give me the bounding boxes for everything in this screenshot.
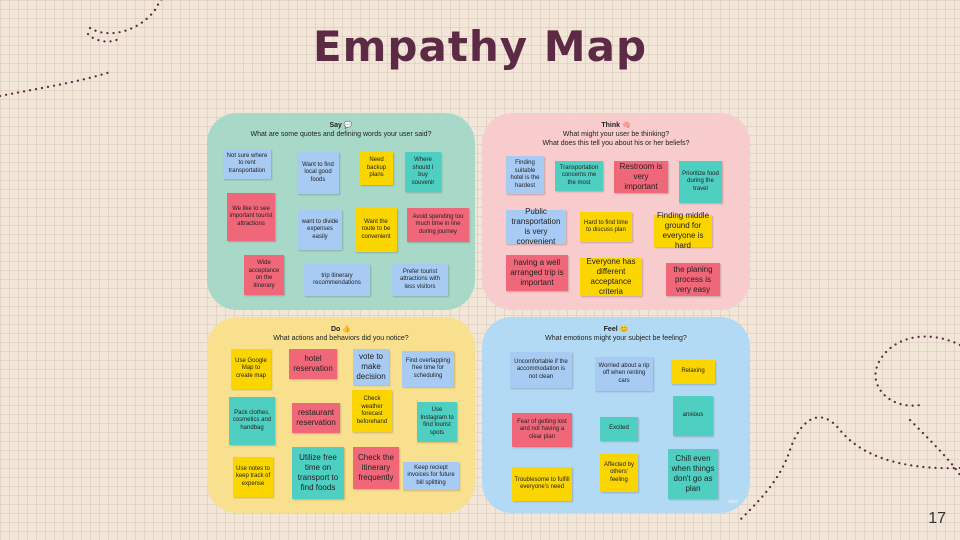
sticky-note[interactable]: Keep reciept invoices for future bill sp…	[403, 462, 459, 490]
say-prompt: What are some quotes and defining words …	[250, 131, 432, 138]
sticky-note[interactable]: restaurant reservation	[292, 403, 340, 433]
sticky-note[interactable]: Finding suitable hotel is the hardest	[506, 156, 544, 194]
sticky-note[interactable]: Affected by others' feeling	[600, 454, 638, 492]
say-quadrant: Say 💬 What are some quotes and defining …	[207, 113, 475, 310]
sticky-note[interactable]: Use notes to keep track of expense	[233, 457, 273, 497]
sticky-note[interactable]: Troublesome to fulfill everyone's need	[512, 467, 572, 501]
think-prompt: What might your user be thinking?	[562, 131, 670, 138]
sticky-note[interactable]: Pack clothes, cosmetics and handbag	[229, 397, 275, 445]
sticky-note[interactable]: Transportation concerns me the most	[555, 161, 603, 191]
sticky-note[interactable]: Excited	[600, 417, 638, 441]
sticky-note[interactable]: Use Instagram to find tourist spots	[417, 402, 457, 442]
sticky-note[interactable]: want to divide expenses easily	[298, 210, 342, 250]
say-label: Say 💬	[329, 122, 353, 129]
think-label: Think 🧠	[601, 122, 631, 129]
page-number: 17	[928, 510, 946, 527]
miro-watermark: miro	[728, 499, 738, 505]
feel-label: Feel 😊	[603, 326, 629, 333]
sticky-note[interactable]: Check weather forecast beforehand	[352, 390, 392, 432]
sticky-note[interactable]: Public transportation is very convenient	[506, 207, 566, 246]
sticky-note[interactable]: Fear of getting lost and not having a cl…	[512, 413, 572, 447]
do-header: Do 👍 What actions and behaviors did you …	[207, 325, 475, 343]
sticky-note[interactable]: anxious	[673, 396, 713, 436]
feel-prompt: What emotions might your subject be feel…	[545, 335, 687, 342]
sticky-note[interactable]: Prioritize food during the travel	[679, 161, 722, 203]
sticky-note[interactable]: Everyone has different acceptance criter…	[580, 257, 642, 296]
sticky-note[interactable]: Restroom is very important	[614, 161, 668, 193]
sticky-note[interactable]: hotel reservation	[289, 349, 337, 379]
think-quadrant: Think 🧠 What might your user be thinking…	[482, 113, 750, 310]
feel-header: Feel 😊 What emotions might your subject …	[482, 325, 750, 343]
sticky-note[interactable]: We like to see important tourist attract…	[227, 193, 275, 241]
sticky-note[interactable]: Hard to find time to discuss plan	[580, 212, 632, 242]
page-title: Empathy Map	[312, 22, 648, 71]
sticky-note[interactable]: Not sure where to rent transportation	[223, 149, 271, 179]
sticky-note[interactable]: Relaxing	[671, 360, 715, 384]
say-header: Say 💬 What are some quotes and defining …	[207, 121, 475, 139]
sticky-note[interactable]: the planing process is very easy	[666, 263, 720, 296]
sticky-note[interactable]: trip itinerary recommendations	[304, 264, 370, 296]
sticky-note[interactable]: Utilize free time on transport to find f…	[292, 447, 344, 499]
sticky-note[interactable]: Chill even when things don't go as plan	[668, 449, 718, 499]
sticky-note[interactable]: Use Google Map to create map	[231, 349, 271, 389]
sticky-note[interactable]: vote to make decision	[353, 349, 389, 385]
sticky-note[interactable]: Worried about a rip off when renting car…	[595, 357, 653, 391]
think-header: Think 🧠 What might your user be thinking…	[482, 121, 750, 148]
sticky-note[interactable]: Check the itinerary frequently	[353, 447, 399, 489]
sticky-note[interactable]: having a well arranged trip is important	[506, 255, 568, 291]
sticky-note[interactable]: Find overlapping free time for schedulin…	[402, 351, 454, 387]
do-label: Do 👍	[331, 326, 351, 333]
feel-quadrant: Feel 😊 What emotions might your subject …	[482, 317, 750, 513]
sticky-note[interactable]: Want the route to be convenient	[355, 208, 397, 252]
sticky-note[interactable]: Where should I buy souvenir	[405, 152, 441, 192]
sticky-note[interactable]: Wide acceptance on the itinerary	[244, 255, 284, 295]
sticky-note[interactable]: Avoid spending too much time in line dur…	[407, 208, 469, 242]
sticky-note[interactable]: Finding middle ground for everyone is ha…	[654, 211, 712, 250]
sticky-note[interactable]: Prefer tourist attractions with less vis…	[392, 264, 448, 296]
sticky-note[interactable]: Want to find local good foods	[297, 152, 339, 194]
do-prompt: What actions and behaviors did you notic…	[273, 335, 409, 342]
do-quadrant: Do 👍 What actions and behaviors did you …	[207, 317, 475, 513]
think-prompt-2: What does this tell you about his or her…	[542, 140, 690, 147]
sticky-note[interactable]: Uncomfortable if the accommodation is no…	[510, 352, 572, 388]
sticky-note[interactable]: Need backup plans	[360, 152, 393, 185]
